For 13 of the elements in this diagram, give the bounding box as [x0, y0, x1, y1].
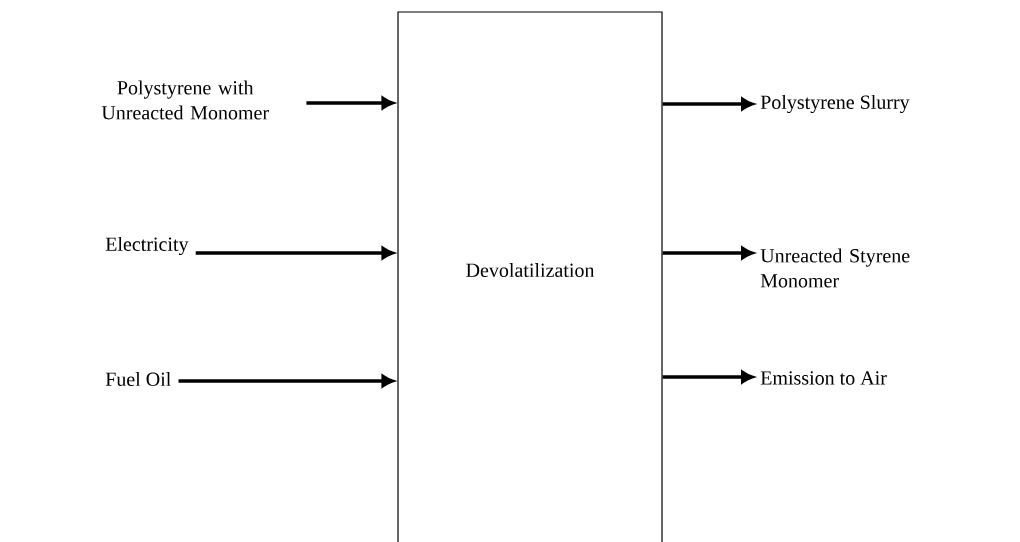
arrow — [306, 96, 394, 110]
text-label: Polystyrene with Unreacted Monomer — [101, 80, 269, 120]
text-label: Emission to Air — [760, 371, 887, 385]
text-label: Fuel Oil — [105, 371, 171, 387]
process-box: Devolatilization — [397, 11, 663, 542]
arrow — [178, 374, 394, 388]
arrow — [195, 246, 394, 260]
text-label: Polystyrene Slurry — [760, 94, 910, 114]
text-label: Electricity — [105, 236, 189, 256]
arrow — [662, 246, 754, 260]
text-label: Unreacted Styrene Monomer — [760, 248, 910, 288]
arrow — [662, 97, 754, 111]
arrow — [662, 370, 754, 384]
